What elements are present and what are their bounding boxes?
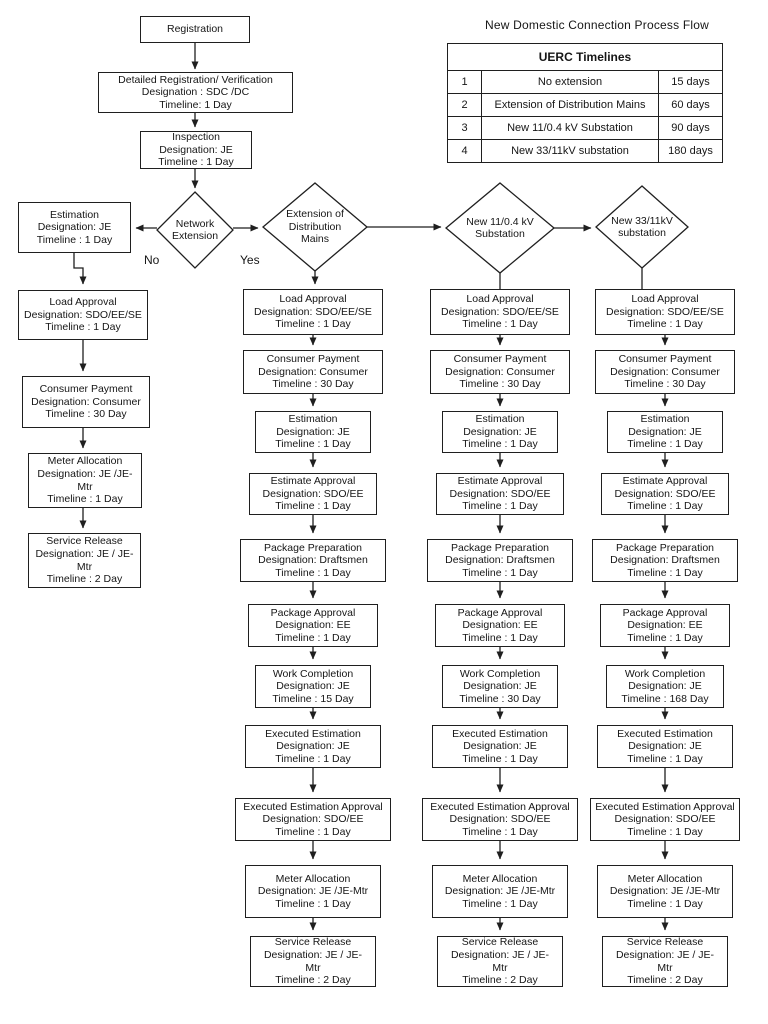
row-days: 15 days <box>658 70 723 94</box>
node-11kv-service-release: Service Release Designation: JE / JE- Mt… <box>437 936 563 987</box>
node-33kv-package-preparation: Package Preparation Designation: Draftsm… <box>592 539 738 582</box>
node-33kv-consumer-payment: Consumer Payment Designation: Consumer T… <box>595 350 735 394</box>
node-11kv-work-completion: Work Completion Designation: JE Timeline… <box>442 665 558 708</box>
node-mains-meter-allocation: Meter Allocation Designation: JE /JE-Mtr… <box>245 865 381 918</box>
node-11kv-load-approval: Load Approval Designation: SDO/EE/SE Tim… <box>430 289 570 335</box>
decision-network-extension-shape <box>156 191 234 269</box>
row-days: 90 days <box>658 116 723 140</box>
row-number: 3 <box>447 116 482 140</box>
node-11kv-executed-estimation-approval: Executed Estimation Approval Designation… <box>422 798 578 841</box>
node-registration: Registration <box>140 16 250 43</box>
node-mains-estimation: Estimation Designation: JE Timeline : 1 … <box>255 411 371 453</box>
node-11kv-estimate-approval: Estimate Approval Designation: SDO/EE Ti… <box>436 473 564 515</box>
node-33kv-service-release: Service Release Designation: JE / JE- Mt… <box>602 936 728 987</box>
row-days: 60 days <box>658 93 723 117</box>
decision-new-33kv-shape <box>595 185 689 269</box>
decision-extension-mains-shape <box>261 182 369 272</box>
node-no-service-release: Service Release Designation: JE / JE- Mt… <box>28 533 141 588</box>
node-mains-consumer-payment: Consumer Payment Designation: Consumer T… <box>243 350 383 394</box>
node-mains-package-preparation: Package Preparation Designation: Draftsm… <box>240 539 386 582</box>
table-header: UERC Timelines <box>447 43 723 71</box>
row-description: New 33/11kV substation <box>481 139 659 163</box>
node-33kv-estimate-approval: Estimate Approval Designation: SDO/EE Ti… <box>601 473 729 515</box>
table-row: 4 New 33/11kV substation 180 days <box>447 139 723 163</box>
table-row: 3 New 11/0.4 kV Substation 90 days <box>447 116 723 140</box>
node-mains-package-approval: Package Approval Designation: EE Timelin… <box>248 604 378 647</box>
branch-label-yes: Yes <box>240 253 260 267</box>
node-mains-work-completion: Work Completion Designation: JE Timeline… <box>255 665 371 708</box>
table-row: 1 No extension 15 days <box>447 70 723 94</box>
node-mains-service-release: Service Release Designation: JE / JE- Mt… <box>250 936 376 987</box>
node-no-consumer-payment: Consumer Payment Designation: Consumer T… <box>22 376 150 428</box>
row-days: 180 days <box>658 139 723 163</box>
node-33kv-estimation: Estimation Designation: JE Timeline : 1 … <box>607 411 723 453</box>
node-11kv-estimation: Estimation Designation: JE Timeline : 1 … <box>442 411 558 453</box>
node-33kv-work-completion: Work Completion Designation: JE Timeline… <box>606 665 724 708</box>
node-mains-load-approval: Load Approval Designation: SDO/EE/SE Tim… <box>243 289 383 335</box>
node-mains-executed-estimation-approval: Executed Estimation Approval Designation… <box>235 798 391 841</box>
node-33kv-executed-estimation-approval: Executed Estimation Approval Designation… <box>590 798 740 841</box>
row-number: 4 <box>447 139 482 163</box>
node-inspection: Inspection Designation: JE Timeline : 1 … <box>140 131 252 169</box>
node-33kv-executed-estimation: Executed Estimation Designation: JE Time… <box>597 725 733 768</box>
node-33kv-meter-allocation: Meter Allocation Designation: JE /JE-Mtr… <box>597 865 733 918</box>
decision-new-11kv-shape <box>444 182 556 274</box>
node-11kv-package-approval: Package Approval Designation: EE Timelin… <box>435 604 565 647</box>
node-11kv-meter-allocation: Meter Allocation Designation: JE /JE-Mtr… <box>432 865 568 918</box>
node-mains-executed-estimation: Executed Estimation Designation: JE Time… <box>245 725 381 768</box>
node-11kv-package-preparation: Package Preparation Designation: Draftsm… <box>427 539 573 582</box>
row-description: New 11/0.4 kV Substation <box>481 116 659 140</box>
node-no-load-approval: Load Approval Designation: SDO/EE/SE Tim… <box>18 290 148 340</box>
branch-label-no: No <box>144 253 160 267</box>
uerc-timelines-table: UERC Timelines 1 No extension 15 days 2 … <box>447 43 723 163</box>
row-description: No extension <box>481 70 659 94</box>
node-detailed-registration: Detailed Registration/ Verification Desi… <box>98 72 293 113</box>
node-33kv-package-approval: Package Approval Designation: EE Timelin… <box>600 604 730 647</box>
node-11kv-executed-estimation: Executed Estimation Designation: JE Time… <box>432 725 568 768</box>
page-title: New Domestic Connection Process Flow <box>485 18 709 32</box>
node-11kv-consumer-payment: Consumer Payment Designation: Consumer T… <box>430 350 570 394</box>
node-mains-estimate-approval: Estimate Approval Designation: SDO/EE Ti… <box>249 473 377 515</box>
node-no-estimation: Estimation Designation: JE Timeline : 1 … <box>18 202 131 253</box>
node-33kv-load-approval: Load Approval Designation: SDO/EE/SE Tim… <box>595 289 735 335</box>
row-number: 2 <box>447 93 482 117</box>
row-number: 1 <box>447 70 482 94</box>
row-description: Extension of Distribution Mains <box>481 93 659 117</box>
node-no-meter-allocation: Meter Allocation Designation: JE /JE- Mt… <box>28 453 142 508</box>
table-row: 2 Extension of Distribution Mains 60 day… <box>447 93 723 117</box>
